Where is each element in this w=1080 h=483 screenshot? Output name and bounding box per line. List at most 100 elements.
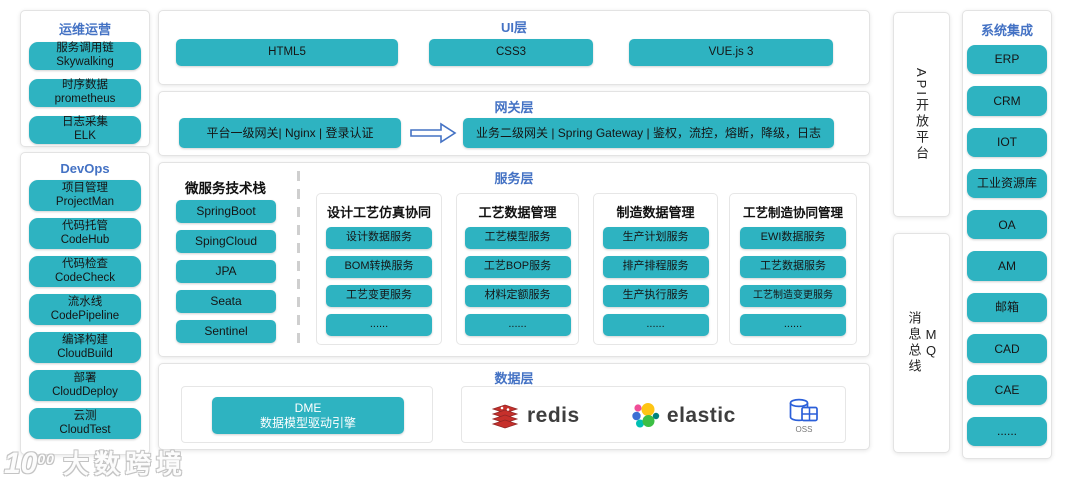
integration-item-crm[interactable]: CRM [967,86,1047,116]
integration-item-cad[interactable]: CAD [967,334,1047,364]
watermark-logo: 1000 [4,447,55,480]
oss-label: OSS [795,424,813,434]
ops-item-label: 日志采集 [62,116,108,129]
service-item[interactable]: EWI数据服务 [740,227,846,249]
service-layer-panel: 服务层 微服务技术栈 SpringBoot SpingCloud JPA Sea… [158,162,870,357]
devops-item-label: 流水线 [67,295,103,308]
integration-item-industrial-repo[interactable]: 工业资源库 [967,168,1047,199]
stack-item-spingcloud[interactable]: SpingCloud [176,230,276,253]
devops-item-label: 代码检查 [62,257,108,270]
devops-item-label: 云测 [73,409,97,422]
service-item[interactable]: 生产执行服务 [602,285,709,307]
service-group-process-mfg-collab: 工艺制造协同管理 EWI数据服务 工艺数据服务 工艺制造变更服务 ...... [729,193,857,345]
middleware-logos: redis elastic [490,397,820,434]
service-group-design: 设计工艺仿真协同 设计数据服务 BOM转换服务 工艺变更服务 ...... [316,193,442,345]
devops-item-label: 部署 [73,371,97,384]
message-bus-label: 消息总线 [906,311,922,375]
service-item[interactable]: 工艺BOP服务 [464,256,571,278]
dme-label: DME [294,401,322,416]
service-group-title: 工艺制造协同管理 [742,206,843,220]
dashed-divider [297,171,300,349]
dme-box: DME 数据模型驱动引擎 [181,386,433,443]
gateway-secondary[interactable]: 业务二级网关 | Spring Gateway | 鉴权，流控，熔断，降级，日志 [463,118,834,148]
integration-item-am[interactable]: AM [967,251,1047,281]
integration-title: 系统集成 [980,23,1033,38]
service-item-more[interactable]: ...... [464,314,571,336]
integration-item-oa[interactable]: OA [967,210,1047,240]
arrow-right-icon [410,122,457,144]
message-bus-mq-label: MQ [923,327,939,359]
ui-item-vuejs[interactable]: VUE.js 3 [629,39,833,66]
ui-item-css3[interactable]: CSS3 [429,39,593,66]
elastic-logo: elastic [632,402,736,430]
integration-item-erp[interactable]: ERP [967,45,1047,75]
devops-item-cloudtest[interactable]: 云测 CloudTest [29,408,141,439]
integration-item-more[interactable]: ...... [967,416,1047,446]
ops-item-label: 时序数据 [62,79,108,92]
service-item[interactable]: 材料定额服务 [464,285,571,307]
service-group-title: 工艺数据管理 [478,205,557,220]
service-item-more[interactable]: ...... [740,314,846,336]
integration-panel: 系统集成 ERP CRM IOT 工业资源库 OA AM 邮箱 CAD CAE … [962,10,1052,459]
integration-item-iot[interactable]: IOT [967,127,1047,157]
devops-item-clouddeploy[interactable]: 部署 CloudDeploy [29,370,141,401]
ops-item-sublabel: ELK [74,130,96,142]
microservice-stack-title: 微服务技术栈 [185,181,266,196]
devops-item-sublabel: CloudDeploy [52,385,118,398]
stack-item-jpa[interactable]: JPA [176,260,276,283]
devops-item-sublabel: CodeCheck [54,271,116,284]
ui-layer-title: UI层 [500,20,527,35]
service-item[interactable]: 设计数据服务 [326,227,432,249]
devops-item-codehub[interactable]: 代码托管 CodeHub [29,218,141,249]
service-item-more[interactable]: ...... [326,314,432,336]
integration-item-cae[interactable]: CAE [967,375,1047,405]
ops-item-skywalking[interactable]: 服务调用链 Skywalking [29,42,141,70]
devops-item-cloudbuild[interactable]: 编译构建 CloudBuild [29,332,141,363]
ops-item-sublabel: prometheus [54,93,116,105]
watermark: 1000 大数跨境 [4,444,187,481]
service-item[interactable]: 工艺变更服务 [326,285,432,307]
redis-logo: redis [490,401,580,431]
ops-title: 运维运营 [58,22,111,37]
redis-label: redis [527,403,580,427]
ops-item-sublabel: Skywalking [56,56,114,68]
devops-item-codecheck[interactable]: 代码检查 CodeCheck [29,256,141,287]
dme-sublabel: 数据模型驱动引擎 [259,415,356,430]
devops-item-sublabel: CodePipeline [50,309,120,322]
elastic-icon [632,402,660,427]
devops-item-label: 编译构建 [62,333,108,346]
ops-item-prometheus[interactable]: 时序数据 prometheus [29,79,141,107]
gateway-primary[interactable]: 平台一级网关| Nginx | 登录认证 [179,118,401,148]
elastic-label: elastic [666,403,736,427]
service-item[interactable]: 工艺模型服务 [464,227,571,249]
api-open-platform-label: API开放平台 [914,67,929,162]
stack-item-sentinel[interactable]: Sentinel [176,320,276,343]
stack-item-seata[interactable]: Seata [176,290,276,313]
stack-item-springboot[interactable]: SpringBoot [176,200,276,223]
api-open-platform-panel: API开放平台 [893,12,950,217]
devops-item-sublabel: ProjectMan [55,195,115,208]
service-item[interactable]: 工艺制造变更服务 [740,285,846,307]
devops-item-label: 项目管理 [62,181,108,194]
service-layer-title: 服务层 [494,171,534,186]
ui-item-html5[interactable]: HTML5 [176,39,398,66]
redis-icon [491,404,519,428]
service-item[interactable]: 排产排程服务 [602,256,709,278]
service-item[interactable]: 生产计划服务 [602,227,709,249]
ops-item-label: 服务调用链 [56,42,114,55]
devops-item-sublabel: CloudBuild [57,347,113,360]
devops-item-projectman[interactable]: 项目管理 ProjectMan [29,180,141,211]
dme-button[interactable]: DME 数据模型驱动引擎 [212,397,404,434]
service-item[interactable]: BOM转换服务 [326,256,432,278]
service-item[interactable]: 工艺数据服务 [740,256,846,278]
devops-title: DevOps [60,161,110,176]
message-bus-panel: 消息总线 MQ [893,233,950,453]
gateway-layer-panel: 网关层 平台一级网关| Nginx | 登录认证 业务二级网关 | Spring… [158,91,870,156]
devops-item-codepipeline[interactable]: 流水线 CodePipeline [29,294,141,325]
integration-item-mail[interactable]: 邮箱 [967,292,1047,323]
ops-item-elk[interactable]: 日志采集 ELK [29,116,141,144]
watermark-text: 大数跨境 [62,449,187,479]
devops-panel: DevOps 项目管理 ProjectMan 代码托管 CodeHub 代码检查… [20,152,150,455]
service-item-more[interactable]: ...... [602,314,709,336]
